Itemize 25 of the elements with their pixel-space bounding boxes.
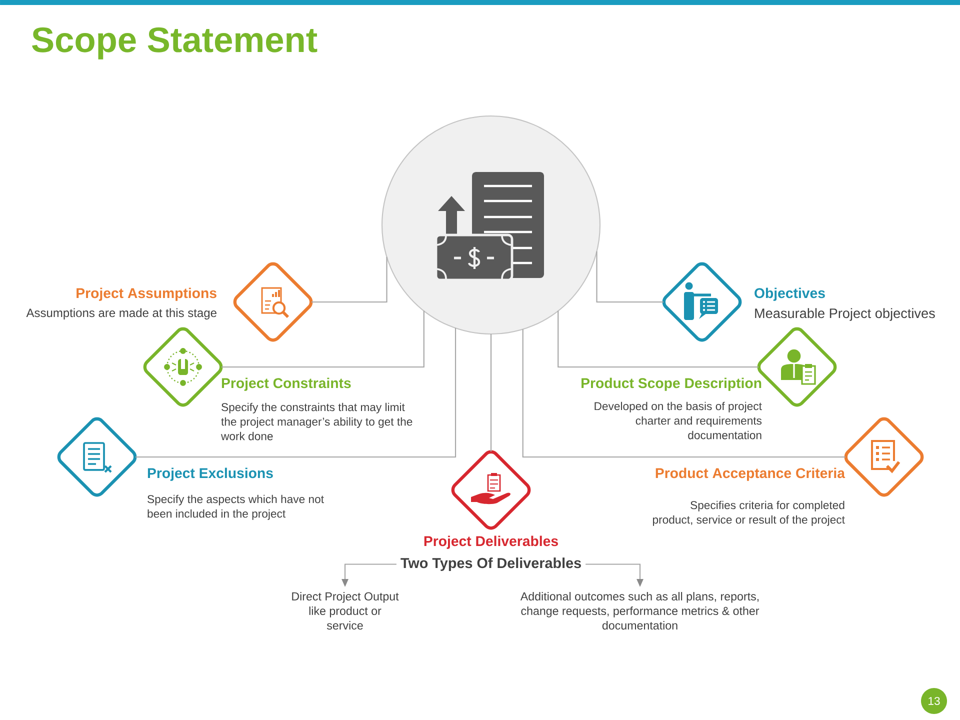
page-number: 13	[921, 688, 947, 714]
heading: Project Deliverables	[424, 536, 558, 549]
heading: Product Acceptance Criteria	[656, 468, 846, 481]
title: Scope Statement	[32, 27, 318, 60]
connector-line	[135, 328, 456, 458]
connector-line	[490, 334, 492, 452]
description: Measurable Project objectives	[755, 308, 935, 321]
connector-line	[311, 256, 388, 303]
heading: Product Scope Description	[582, 378, 762, 391]
description: Direct Project Output like product or service	[292, 592, 399, 630]
connector-line	[558, 310, 759, 368]
connector-line	[596, 251, 664, 303]
description: Developed on the basis of project charter and requirements documentation	[594, 402, 762, 440]
heading: Project Assumptions	[76, 288, 216, 301]
heading: Objectives	[754, 288, 825, 301]
description: Assumptions are made at this stage	[26, 308, 216, 320]
description: Specify the constraints that may limit the project manager’s ability to get the work done	[220, 402, 412, 440]
description: Additional outcomes such as all plans, reports, change requests, performance metrics & other documentation	[520, 592, 760, 630]
subheading: Two Types Of Deliverables	[400, 558, 581, 571]
heading: Project Constraints	[222, 378, 351, 391]
connector-line	[522, 329, 846, 458]
connector-line	[221, 310, 424, 368]
description: Specify the aspects which have not been included in the project	[148, 494, 324, 520]
heading: Project Exclusions	[148, 468, 273, 481]
description: Specifies criteria for completed product, service or result of the project	[652, 500, 845, 526]
